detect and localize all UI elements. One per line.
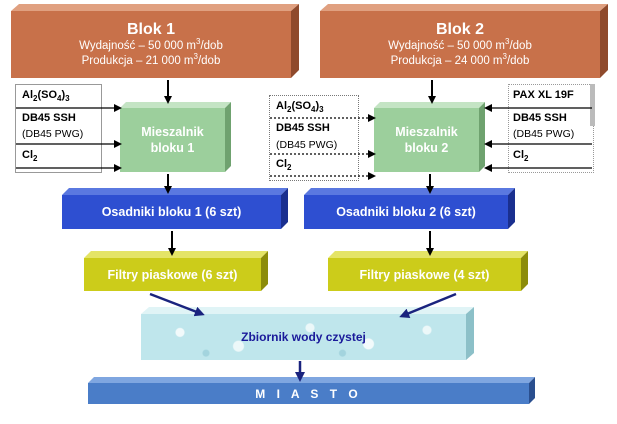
zbiornik-wody-czystej: Zbiornik wody czystej xyxy=(141,314,466,360)
mixer-1-line1: Mieszalnik xyxy=(141,125,204,139)
blok-2-capacity: Wydajność – 50 000 m3/dob xyxy=(388,36,532,52)
reagent-left-db45pwg: (DB45 PWG) xyxy=(22,128,84,140)
mixer-2-line1: Mieszalnik xyxy=(395,125,458,139)
mixer-block-2: Mieszalnik bloku 2 xyxy=(374,108,479,172)
blok-1-capacity: Wydajność – 50 000 m3/dob xyxy=(79,36,223,52)
reagent-mid-al2so43: Al2(SO4)3 xyxy=(276,100,324,115)
reagent-panel-left xyxy=(15,84,102,173)
blok-1-title: Blok 1 xyxy=(126,20,175,38)
reagent-mid-db45ssh: DB45 SSH xyxy=(276,122,330,134)
reagent-left-al2so43: Al2(SO4)3 xyxy=(22,89,70,104)
reagent-panel-middle xyxy=(269,95,359,181)
reagent-right-db45ssh: DB45 SSH xyxy=(513,112,567,124)
blok-1-box: Blok 1 Wydajność – 50 000 m3/dob Produkc… xyxy=(11,11,291,78)
osadniki-block-1: Osadniki bloku 1 (6 szt) xyxy=(62,195,281,229)
reagent-right-db45pwg: (DB45 PWG) xyxy=(513,128,575,140)
blok-1-production: Produkcja – 21 000 m3/dob xyxy=(81,51,221,67)
blok-2-title: Blok 2 xyxy=(435,20,484,38)
miasto-box: M I A S T O xyxy=(88,383,529,404)
reagent-right-pax: PAX XL 19F xyxy=(513,89,574,101)
filtry-block-2: Filtry piaskowe (4 szt) xyxy=(328,258,521,291)
mixer-1-line2: bloku 1 xyxy=(150,141,195,155)
filtry-block-1: Filtry piaskowe (6 szt) xyxy=(84,258,261,291)
blok-2-box: Blok 2 Wydajność – 50 000 m3/dob Produkc… xyxy=(320,11,600,78)
mixer-2-line2: bloku 2 xyxy=(404,141,449,155)
reagent-panel-right-edge xyxy=(590,84,595,126)
arrow-filtr1-zbiornik xyxy=(149,292,205,317)
osadniki-block-2: Osadniki bloku 2 (6 szt) xyxy=(304,195,508,229)
reagent-left-db45ssh: DB45 SSH xyxy=(22,112,76,124)
mixer-block-1: Mieszalnik bloku 1 xyxy=(120,108,225,172)
reagent-panel-right xyxy=(508,84,594,173)
reagent-mid-cl2: Cl2 xyxy=(276,158,292,173)
reagent-left-cl2: Cl2 xyxy=(22,149,38,164)
reagent-mid-db45pwg: (DB45 PWG) xyxy=(276,139,338,151)
reagent-right-cl2: Cl2 xyxy=(513,149,529,164)
arrow-filtr2-zbiornik xyxy=(399,292,457,318)
blok-2-production: Produkcja – 24 000 m3/dob xyxy=(390,51,530,67)
